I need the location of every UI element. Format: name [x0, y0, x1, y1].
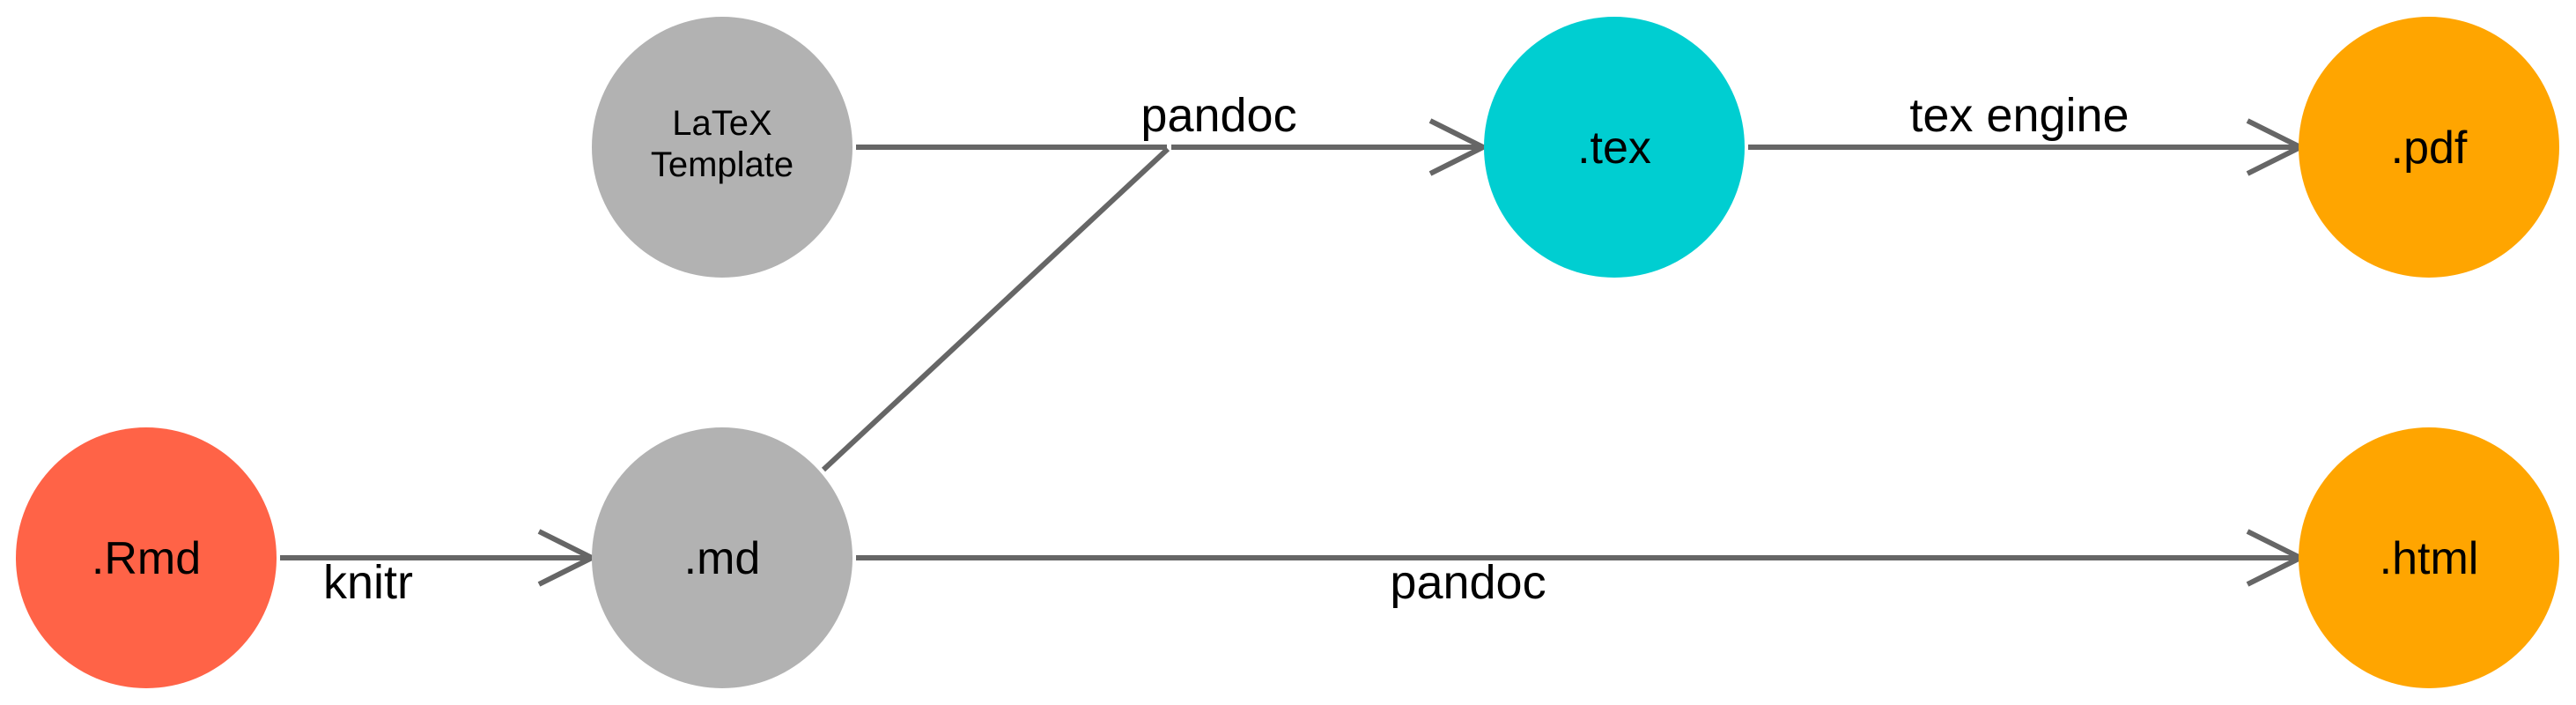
node-md-label: .md [684, 533, 761, 584]
node-rmd-circle [16, 427, 277, 688]
node-html: .html [2299, 427, 2559, 688]
node-pdf-circle [2299, 17, 2559, 278]
node-latex-template-label-line2: Template [651, 145, 793, 184]
node-rmd-label: .Rmd [92, 533, 201, 584]
edge-label-tex-engine: tex engine [1909, 89, 2129, 142]
edge-label-pandoc-tex: pandoc [1140, 89, 1296, 142]
node-rmd: .Rmd [16, 427, 277, 688]
node-md-circle [592, 427, 853, 688]
node-latex-template-label-line1: LaTeX [672, 104, 771, 143]
edge-label-pandoc-html: pandoc [1390, 556, 1546, 609]
node-tex: .tex [1484, 17, 1745, 278]
node-tex-label: .tex [1577, 122, 1651, 174]
node-pdf-label: .pdf [2391, 122, 2468, 174]
node-html-circle [2299, 427, 2559, 688]
node-pdf: .pdf [2299, 17, 2559, 278]
node-latex-template-circle [592, 17, 853, 278]
node-md: .md [592, 427, 853, 688]
edge-label-knitr: knitr [323, 556, 413, 609]
edges [280, 118, 2307, 587]
edge-md-to-junction [821, 146, 1170, 472]
node-html-label: .html [2380, 533, 2479, 584]
edge-template-to-tex-arrowhead [1428, 118, 1489, 176]
node-tex-circle [1484, 17, 1745, 278]
node-latex-template: LaTeX Template [592, 17, 853, 278]
